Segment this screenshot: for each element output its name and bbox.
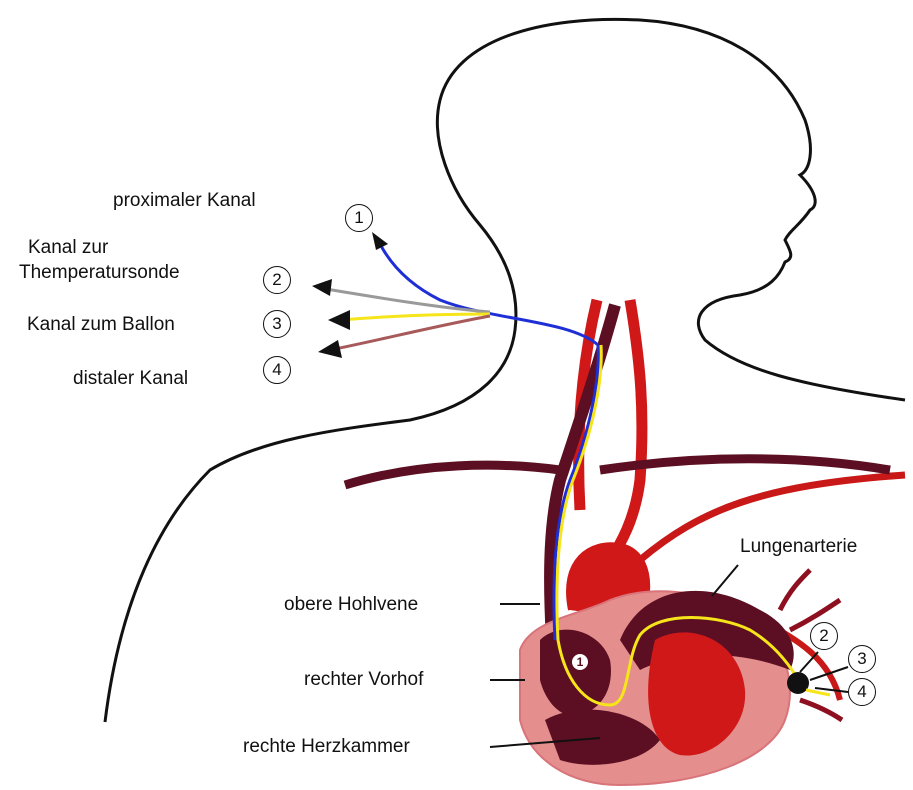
- arrowhead-distal: [318, 340, 342, 358]
- subclavian-vein-right: [600, 459, 890, 470]
- catheter-balloon-tip: [787, 672, 809, 694]
- label-proximaler-kanal: proximaler Kanal: [113, 190, 256, 212]
- label-lungenarterie: Lungenarterie: [740, 536, 857, 558]
- pulmonary-twig-1: [780, 570, 810, 610]
- right-carotid: [610, 300, 642, 560]
- arrowhead-temp: [312, 279, 332, 296]
- label-distaler-kanal: distaler Kanal: [73, 368, 188, 390]
- marker-right-4: 4: [848, 678, 876, 706]
- subclavian-vein-left: [345, 465, 560, 485]
- body-silhouette: [105, 19, 905, 722]
- catheter-temp-line: [320, 288, 490, 312]
- arrowhead-proximal: [372, 232, 388, 250]
- label-rechte-herzkammer: rechte Herzkammer: [243, 736, 410, 758]
- catheter-proximal-line: [378, 240, 598, 345]
- catheter-distal-line: [330, 316, 490, 350]
- label-temp-line1: Kanal zur: [28, 237, 108, 259]
- marker-left-2: 2: [263, 266, 291, 294]
- marker-left-3: 3: [263, 310, 291, 338]
- pointer-right-2: [800, 652, 818, 672]
- marker-right-3: 3: [848, 645, 876, 673]
- pointer-lungenarterie: [712, 565, 738, 596]
- marker-right-2: 2: [810, 622, 838, 650]
- label-kanal-zum-ballon: Kanal zum Ballon: [27, 314, 175, 336]
- arrowhead-ballon: [328, 310, 350, 330]
- marker-left-4: 4: [263, 356, 291, 384]
- label-rechter-vorhof: rechter Vorhof: [304, 669, 423, 691]
- pulmonary-twig-3: [800, 700, 842, 720]
- marker-left-1: 1: [345, 204, 373, 232]
- marker-atrium-1: 1: [572, 654, 588, 670]
- label-temp-line2: Themperatursonde: [19, 262, 180, 284]
- label-obere-hohlvene: obere Hohlvene: [284, 594, 418, 616]
- catheter-tip-end: [806, 690, 830, 695]
